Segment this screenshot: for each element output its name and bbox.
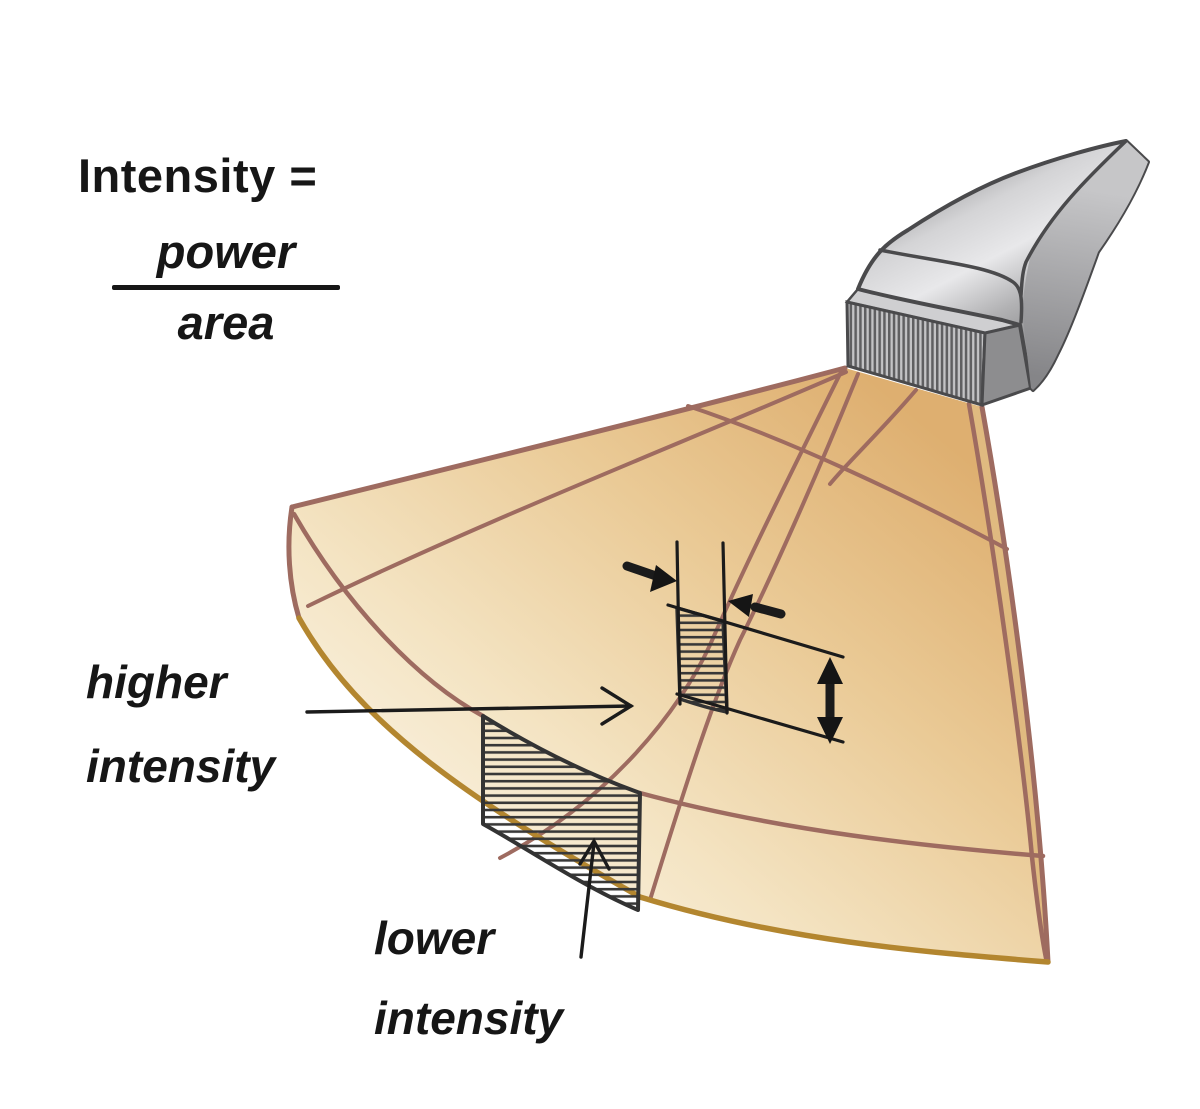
large-area-patch-icon bbox=[481, 714, 642, 912]
beam-right-edge bbox=[979, 404, 1051, 965]
higher-intensity-label-line2: intensity bbox=[86, 740, 276, 792]
depth-arrow-head-down bbox=[817, 717, 843, 744]
beam-shallow-arc bbox=[686, 404, 1009, 551]
beam-fold-arc-left bbox=[291, 511, 486, 719]
fraction-bar bbox=[112, 285, 340, 290]
higher-intensity-arrow-shaft bbox=[305, 704, 633, 714]
beam-slice-branch bbox=[828, 388, 918, 486]
beam-top-edge bbox=[289, 365, 848, 510]
ultrasound-transducer-probe-icon bbox=[844, 139, 1150, 407]
formula-numerator: power bbox=[156, 225, 296, 278]
beam-fold-arc-right bbox=[637, 790, 1046, 859]
lower-intensity-arrow-shaft bbox=[579, 841, 596, 959]
beam-right-inner-edge bbox=[966, 401, 1049, 961]
lower-intensity-label-line1: lower bbox=[374, 912, 495, 964]
depth-guide-line-bottom bbox=[675, 692, 845, 744]
width-arrow-right-shaft bbox=[750, 602, 786, 619]
higher-intensity-arrow-icon bbox=[305, 686, 635, 726]
width-arrow-left-shaft bbox=[622, 561, 661, 581]
beam-slice-line-right bbox=[648, 372, 860, 902]
depth-arrow-head-up bbox=[817, 657, 843, 684]
depth-double-arrow-icon bbox=[817, 657, 843, 744]
higher-intensity-arrow-head bbox=[600, 686, 635, 726]
formula-intensity-label: Intensity = bbox=[78, 149, 318, 202]
width-arrow-left-head bbox=[650, 565, 677, 592]
width-arrow-right-head bbox=[728, 594, 753, 617]
formula-denominator: area bbox=[177, 296, 275, 349]
measurement-annotations bbox=[305, 540, 845, 959]
lower-intensity-arrow-head bbox=[578, 837, 611, 871]
higher-intensity-label-line1: higher bbox=[86, 656, 227, 708]
beam-left-edge bbox=[286, 504, 302, 621]
width-guide-line-right bbox=[721, 541, 729, 715]
lower-intensity-arrow-icon bbox=[578, 837, 611, 959]
lower-intensity-label: lower intensity bbox=[374, 898, 563, 1058]
probe-collar-line bbox=[878, 248, 1024, 324]
beam-fan-icon bbox=[286, 365, 1051, 965]
width-guide-line-left bbox=[675, 540, 682, 706]
beam-slice-line-shallow bbox=[306, 370, 848, 608]
formula-fraction: power area bbox=[112, 222, 340, 350]
lower-intensity-label-line2: intensity bbox=[374, 992, 564, 1044]
depth-guide-line-top bbox=[666, 603, 845, 659]
beam-fan-fill bbox=[288, 368, 1048, 962]
probe-top-side-boundary bbox=[1019, 139, 1128, 297]
higher-intensity-label: higher intensity bbox=[86, 640, 275, 808]
probe-body-side-shade bbox=[1022, 141, 1148, 390]
width-arrow-icons bbox=[622, 561, 786, 619]
large-area-patch bbox=[481, 714, 642, 912]
